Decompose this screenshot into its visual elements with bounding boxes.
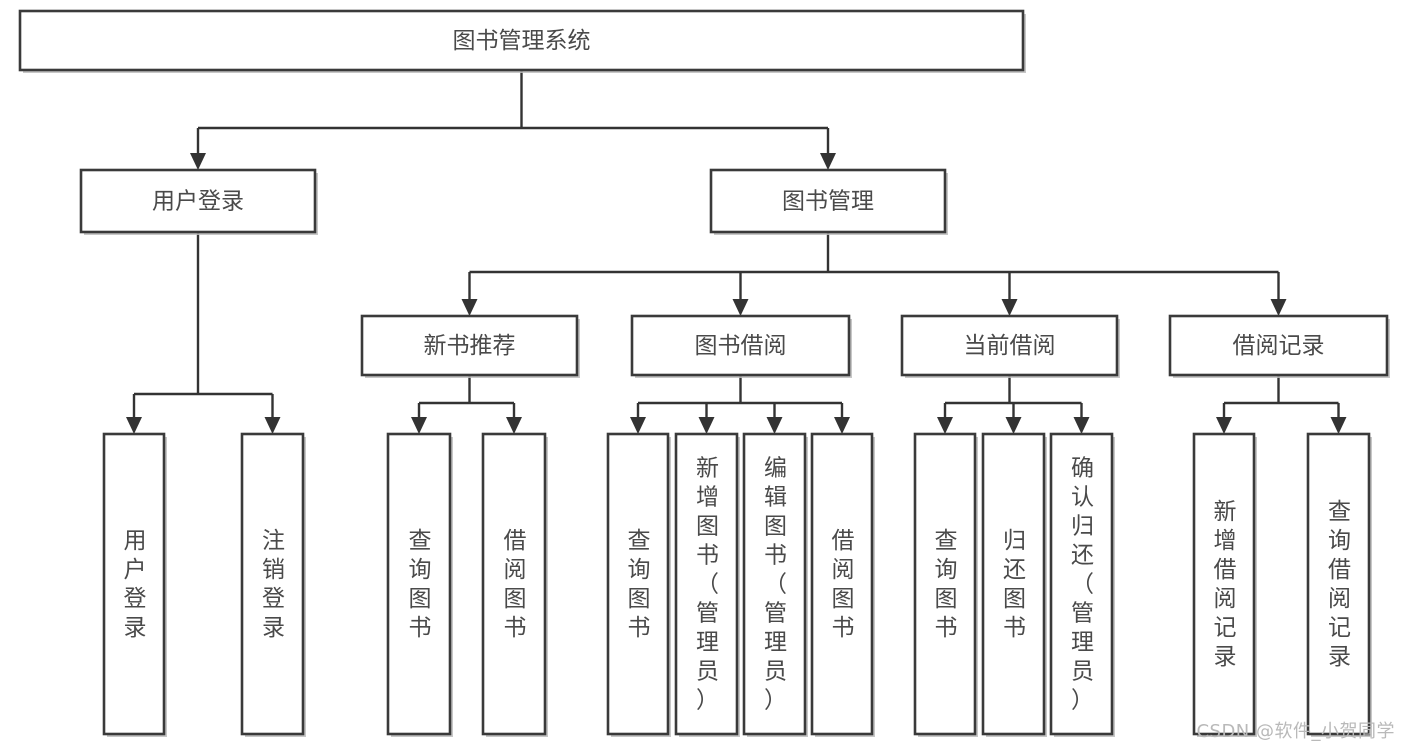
- node-leaf-return-book[interactable]: 归还图书: [981, 432, 1047, 737]
- node-label: 图书管理系统: [453, 28, 591, 54]
- node-box[interactable]: [386, 432, 452, 736]
- node-current-borrow[interactable]: 当前借阅: [900, 314, 1120, 378]
- node-label: 确认归还（管理员）: [1071, 456, 1094, 714]
- node-leaf-edit-book-admin[interactable]: 编辑图书（管理员）: [742, 432, 808, 737]
- connector-elbow-current-borrow: [937, 375, 1090, 434]
- node-leaf-query-book-3[interactable]: 查询图书: [913, 432, 978, 737]
- node-label: 借阅图书: [504, 528, 527, 641]
- node-new-book-recommend[interactable]: 新书推荐: [360, 314, 580, 378]
- node-box[interactable]: [709, 168, 947, 234]
- node-borrow-record[interactable]: 借阅记录: [1168, 314, 1390, 378]
- node-leaf-borrow-book-1[interactable]: 借阅图书: [481, 432, 548, 737]
- node-box[interactable]: [1049, 432, 1114, 736]
- node-box[interactable]: [674, 432, 739, 736]
- node-label: 借阅记录: [1233, 333, 1325, 359]
- node-book-manage[interactable]: 图书管理: [709, 168, 948, 235]
- node-box[interactable]: [981, 432, 1046, 736]
- node-label: 新增借阅记录: [1214, 499, 1237, 670]
- node-label: 当前借阅: [964, 333, 1056, 359]
- node-label: 查询图书: [935, 528, 958, 641]
- node-label: 用户登录: [152, 189, 244, 215]
- node-leaf-logout[interactable]: 注销登录: [240, 432, 306, 737]
- node-layer: 图书管理系统用户登录图书管理新书推荐图书借阅当前借阅借阅记录用户登录注销登录查询…: [18, 9, 1390, 737]
- node-leaf-add-borrow-record[interactable]: 新增借阅记录: [1192, 432, 1257, 737]
- node-leaf-query-book-1[interactable]: 查询图书: [386, 432, 453, 737]
- node-box[interactable]: [481, 432, 547, 736]
- node-leaf-query-book-2[interactable]: 查询图书: [606, 432, 671, 737]
- connector-elbow-root: [190, 70, 836, 170]
- connector-layer: [126, 70, 1347, 434]
- node-leaf-query-borrow-record[interactable]: 查询借阅记录: [1306, 432, 1372, 737]
- node-box[interactable]: [360, 314, 579, 377]
- node-label: 查询借阅记录: [1328, 499, 1351, 670]
- node-label: 查询图书: [409, 528, 432, 641]
- connector-elbow-new-book-recommend: [411, 375, 522, 434]
- node-box[interactable]: [1168, 314, 1389, 377]
- node-label: 新书推荐: [424, 333, 516, 359]
- node-box[interactable]: [742, 432, 807, 736]
- node-box[interactable]: [18, 9, 1025, 72]
- node-label: 图书管理: [782, 189, 874, 215]
- node-label: 用户登录: [124, 528, 147, 641]
- node-box[interactable]: [1192, 432, 1256, 736]
- node-label: 归还图书: [1003, 528, 1026, 641]
- node-box[interactable]: [79, 168, 317, 234]
- node-label: 借阅图书: [832, 528, 855, 641]
- node-label: 图书借阅: [695, 333, 787, 359]
- connector-elbow-user-login: [126, 232, 281, 434]
- node-root[interactable]: 图书管理系统: [18, 9, 1026, 73]
- node-leaf-confirm-return-admin[interactable]: 确认归还（管理员）: [1049, 432, 1115, 737]
- node-leaf-borrow-book-2[interactable]: 借阅图书: [810, 432, 875, 737]
- node-box[interactable]: [102, 432, 166, 736]
- node-box[interactable]: [913, 432, 977, 736]
- watermark-label: CSDN @软件_小贺同学: [1196, 721, 1395, 742]
- node-box[interactable]: [900, 314, 1119, 377]
- node-book-borrow[interactable]: 图书借阅: [630, 314, 852, 378]
- node-leaf-add-book-admin[interactable]: 新增图书（管理员）: [674, 432, 740, 737]
- node-box[interactable]: [606, 432, 670, 736]
- connector-elbow-book-borrow: [630, 375, 850, 434]
- node-label: 查询图书: [628, 528, 651, 641]
- connector-elbow-book-manage: [461, 232, 1287, 316]
- node-label: 新增图书（管理员）: [696, 456, 719, 714]
- node-box[interactable]: [1306, 432, 1371, 736]
- node-user-login[interactable]: 用户登录: [79, 168, 318, 235]
- node-label: 注销登录: [262, 528, 285, 641]
- node-box[interactable]: [630, 314, 851, 377]
- node-box[interactable]: [240, 432, 305, 736]
- node-box[interactable]: [810, 432, 874, 736]
- node-leaf-user-login[interactable]: 用户登录: [102, 432, 167, 737]
- node-label: 编辑图书（管理员）: [764, 456, 787, 714]
- connector-elbow-borrow-record: [1216, 375, 1347, 434]
